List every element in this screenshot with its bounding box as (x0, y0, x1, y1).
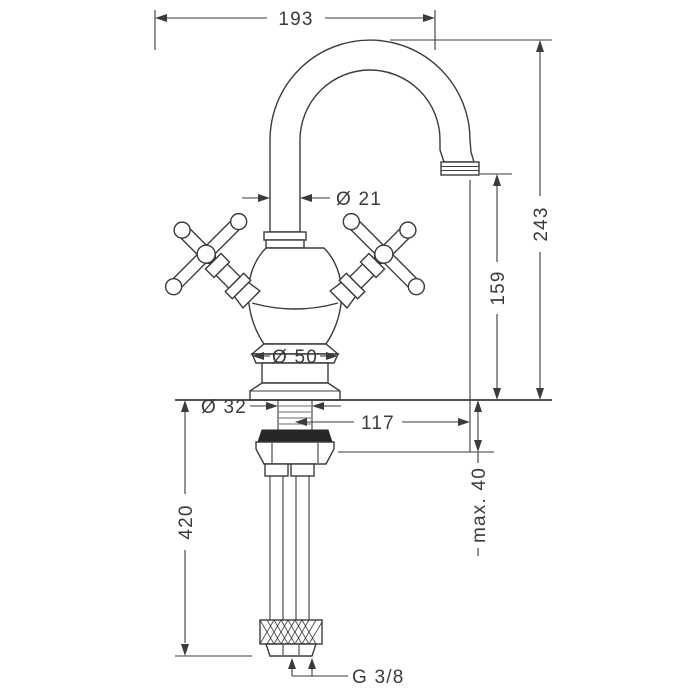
handle-right (329, 212, 426, 309)
seal-washer (257, 429, 333, 443)
aerator (440, 161, 480, 176)
dim-hose-length: 420 (175, 400, 252, 657)
dim-max-deck-thickness-label: max. 40 (469, 467, 490, 543)
dim-height-outlet-label: 159 (488, 270, 509, 305)
dim-reach: 117 (295, 180, 471, 452)
dim-spout-diameter-label: Ø 21 (336, 189, 382, 210)
dim-connection-thread: G 3/8 (288, 658, 404, 688)
body (247, 247, 343, 345)
dim-reach-label: 117 (361, 413, 395, 434)
dim-spout-diameter: Ø 21 (242, 189, 382, 210)
faucet (164, 39, 552, 657)
dim-width-top-label: 193 (278, 9, 313, 30)
dim-height-total: 243 (390, 39, 552, 400)
shank (277, 400, 313, 430)
supply-hoses (264, 463, 315, 620)
dim-base-diameter: Ø 50 (252, 347, 338, 368)
dimensions: 193 243 159 Ø 21 (154, 9, 552, 688)
spout-collar (263, 231, 307, 249)
dim-width-top: 193 (154, 9, 436, 50)
handle-left (164, 212, 261, 309)
dim-height-outlet: 159 (480, 173, 512, 400)
base (249, 343, 341, 401)
braided-hose-end (259, 619, 323, 657)
dim-max-deck-thickness: max. 40 (338, 400, 494, 556)
dim-connection-thread-label: G 3/8 (352, 667, 404, 688)
spout (269, 39, 480, 233)
dim-shank-diameter: Ø 32 (201, 397, 341, 418)
mounting-nut (255, 441, 335, 465)
dim-hose-length-label: 420 (176, 504, 197, 539)
dim-shank-diameter-label: Ø 32 (201, 397, 247, 418)
hose-nut (265, 643, 317, 657)
dim-base-diameter-label: Ø 50 (272, 347, 318, 368)
dim-height-total-label: 243 (531, 206, 552, 241)
